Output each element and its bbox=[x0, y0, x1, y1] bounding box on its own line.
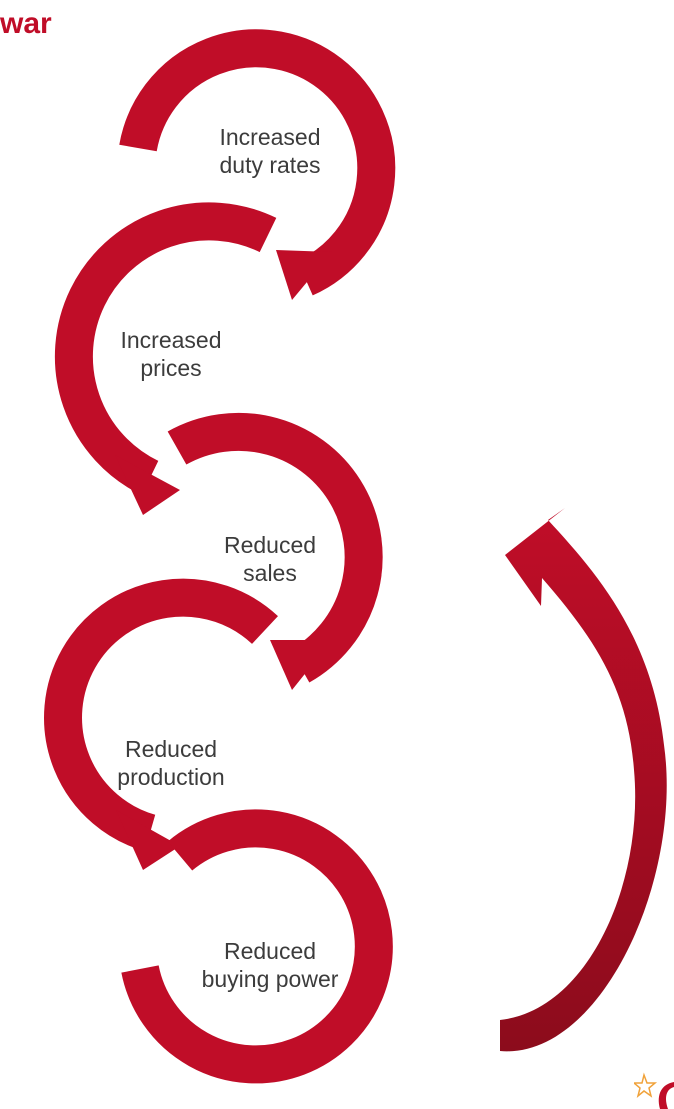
page-title: war bbox=[0, 7, 52, 40]
cycle-arrow-production bbox=[44, 578, 278, 870]
step-label-line1: Increased bbox=[120, 327, 222, 353]
step-label-line2: buying power bbox=[201, 966, 339, 992]
cycle-arrow-sales bbox=[167, 412, 383, 690]
step-label-production: Reduced production bbox=[117, 735, 224, 791]
return-arrow bbox=[500, 508, 667, 1052]
step-label-prices: Increased prices bbox=[120, 326, 221, 382]
step-label-line1: Increased bbox=[219, 124, 321, 150]
step-label-sales: Reduced sales bbox=[224, 531, 316, 587]
step-label-line2: sales bbox=[243, 560, 297, 586]
step-label-line1: Reduced bbox=[223, 532, 317, 558]
step-label-line1: Reduced bbox=[223, 938, 317, 964]
step-label-line2: production bbox=[117, 764, 225, 790]
cycle-arrow-prices bbox=[54, 202, 277, 515]
star-swoosh-logo-icon bbox=[634, 1072, 674, 1109]
cycle-arrow-buying-power bbox=[121, 809, 393, 1084]
step-label-line1: Reduced bbox=[124, 736, 218, 762]
step-label-duty-rates: Increased duty rates bbox=[219, 123, 320, 179]
step-label-line2: prices bbox=[140, 355, 202, 381]
cycle-arrow-duty-rates bbox=[119, 29, 396, 300]
step-label-line2: duty rates bbox=[219, 152, 321, 178]
step-label-buying-power: Reduced buying power bbox=[202, 937, 339, 993]
